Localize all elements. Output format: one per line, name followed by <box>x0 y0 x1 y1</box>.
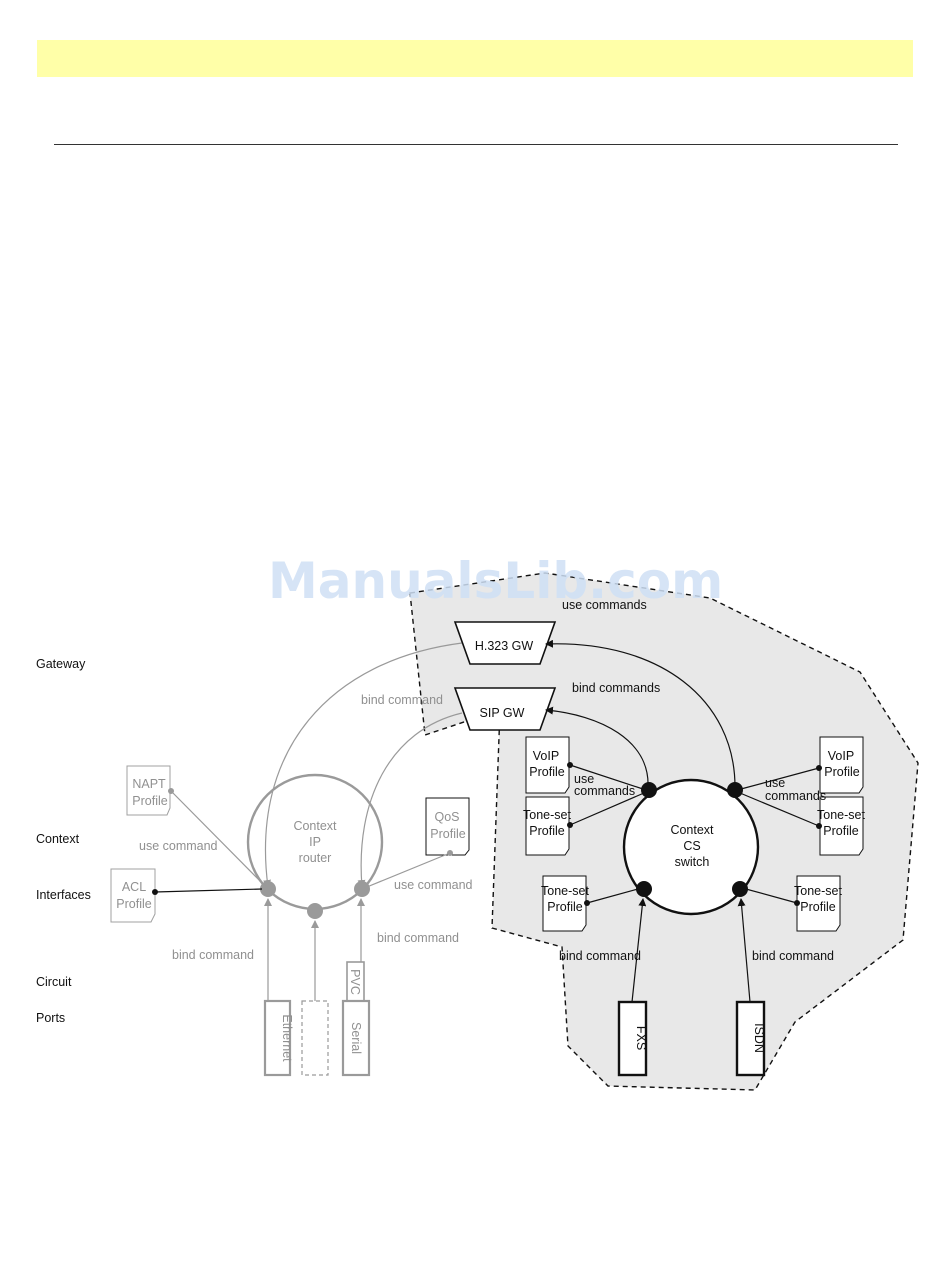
cs-interface-dot-bottom-left <box>636 881 652 897</box>
header-banner <box>37 40 913 77</box>
cs-interface-dot-bottom-right <box>732 881 748 897</box>
ip-context-label-3: router <box>299 851 332 865</box>
cs-switch-group: use commands H.323 GW SIP GW bind comman… <box>453 598 865 1077</box>
voip-profile-right-label-1: VoIP <box>828 749 854 763</box>
port-fxs-label: FXS <box>634 1026 648 1050</box>
port-serial <box>341 999 371 1077</box>
cs-use-commands-right-1: use <box>765 776 785 790</box>
layer-label-circuit: Circuit <box>36 975 72 989</box>
voip-profile-left-label-2: Profile <box>529 765 564 779</box>
cs-context-label-2: CS <box>683 839 700 853</box>
napt-profile-label-2: Profile <box>132 794 167 808</box>
h323-gateway-label: H.323 GW <box>475 639 534 653</box>
acl-profile-doc <box>110 868 156 923</box>
napt-profile-label-1: NAPT <box>132 777 166 791</box>
watermark-text: ManualsLib.com <box>268 552 724 610</box>
voip-right-link <box>740 767 820 790</box>
toneset-profile-bottom-left-label-1: Tone-set <box>541 884 589 898</box>
ip-router-group: Context IP router NAPT Profile ACL Profi… <box>110 642 473 1077</box>
ip-context-label-1: Context <box>293 819 337 833</box>
fxs-bind-line <box>631 898 647 1003</box>
layer-label-ports: Ports <box>36 1011 65 1025</box>
napt-profile-doc <box>126 765 171 816</box>
toneset-bottom-right-link <box>745 888 798 904</box>
cs-bind-command-right: bind command <box>752 949 834 963</box>
acl-link <box>154 888 263 893</box>
toneset-right-link <box>739 792 820 827</box>
port-ethernet <box>263 999 292 1077</box>
cs-interface-dot-top-left <box>641 782 657 798</box>
qos-profile-label-1: QoS <box>434 810 459 824</box>
voip-profile-right-label-2: Profile <box>824 765 859 779</box>
layer-label-interfaces: Interfaces <box>36 888 91 902</box>
toneset-profile-left-label-2: Profile <box>529 824 564 838</box>
toneset-profile-bottom-right-label-1: Tone-set <box>794 884 842 898</box>
qos-link <box>361 852 451 890</box>
toneset-profile-right-label-2: Profile <box>823 824 858 838</box>
circuit-pvc-label: PVC <box>348 969 362 995</box>
bind-arc-cs-to-sip <box>545 706 649 788</box>
bind-arc-sip-to-serial <box>357 712 463 888</box>
toneset-profile-right-label-1: Tone-set <box>817 808 865 822</box>
acl-profile-label-2: Profile <box>116 897 151 911</box>
voip-profile-right-doc <box>819 736 864 794</box>
ip-use-command-left: use command <box>139 839 218 853</box>
isdn-bind-line <box>737 898 751 1003</box>
cs-context-label-1: Context <box>670 823 714 837</box>
toneset-profile-right-doc <box>819 796 864 856</box>
port-fxs <box>617 1000 648 1077</box>
ip-use-command-right: use command <box>394 878 473 892</box>
ip-bind-command-top: bind command <box>361 693 443 707</box>
bind-arc-cs-to-h323 <box>545 639 736 788</box>
port-serial-label: Serial <box>349 1022 363 1054</box>
h323-gateway <box>453 621 557 665</box>
toneset-profile-left-label-1: Tone-set <box>523 808 571 822</box>
port-isdn <box>735 1000 766 1077</box>
ip-bind-command-left: bind command <box>172 948 254 962</box>
cs-use-commands-left-1: use <box>574 772 594 786</box>
sip-gateway <box>453 687 557 731</box>
qos-profile-label-2: Profile <box>430 827 465 841</box>
port-unused <box>301 1000 329 1076</box>
voip-left-link <box>569 764 644 790</box>
cs-use-commands-right-2: commands <box>765 789 826 803</box>
toneset-profile-bottom-right-doc <box>796 875 841 932</box>
toneset-left-link <box>569 792 645 826</box>
cs-use-commands-left-2: commands <box>574 784 635 798</box>
port-ethernet-label: Ethernet <box>280 1014 294 1062</box>
sip-gateway-label: SIP GW <box>480 706 525 720</box>
cs-interface-dot-top-right <box>727 782 743 798</box>
ip-bind-command-right: bind command <box>377 931 459 945</box>
voip-profile-left-label-1: VoIP <box>533 749 559 763</box>
ip-context-label-2: IP <box>309 835 321 849</box>
toneset-bottom-left-link <box>586 888 639 904</box>
layer-label-gateway: Gateway <box>36 657 86 671</box>
port-isdn-label: ISDN <box>752 1023 766 1053</box>
toneset-profile-bottom-right-label-2: Profile <box>800 900 835 914</box>
toneset-profile-bottom-left-label-2: Profile <box>547 900 582 914</box>
toneset-profile-bottom-left-doc <box>542 875 587 932</box>
napt-link <box>170 790 269 890</box>
layer-label-context: Context <box>36 832 80 846</box>
toneset-profile-left-doc <box>525 796 570 856</box>
qos-profile-doc <box>425 797 470 856</box>
cs-context-label-3: switch <box>675 855 710 869</box>
header-rule <box>54 144 898 145</box>
voip-profile-left-doc <box>525 736 570 794</box>
bind-arc-h323-to-eth <box>263 642 463 888</box>
cs-use-commands-top: use commands <box>562 598 647 612</box>
cs-bind-command-left: bind command <box>559 949 641 963</box>
cs-context-circle <box>622 778 760 916</box>
cs-bind-commands: bind commands <box>572 681 660 695</box>
acl-profile-label-1: ACL <box>122 880 146 894</box>
ip-interface-dot-middle <box>307 903 323 919</box>
